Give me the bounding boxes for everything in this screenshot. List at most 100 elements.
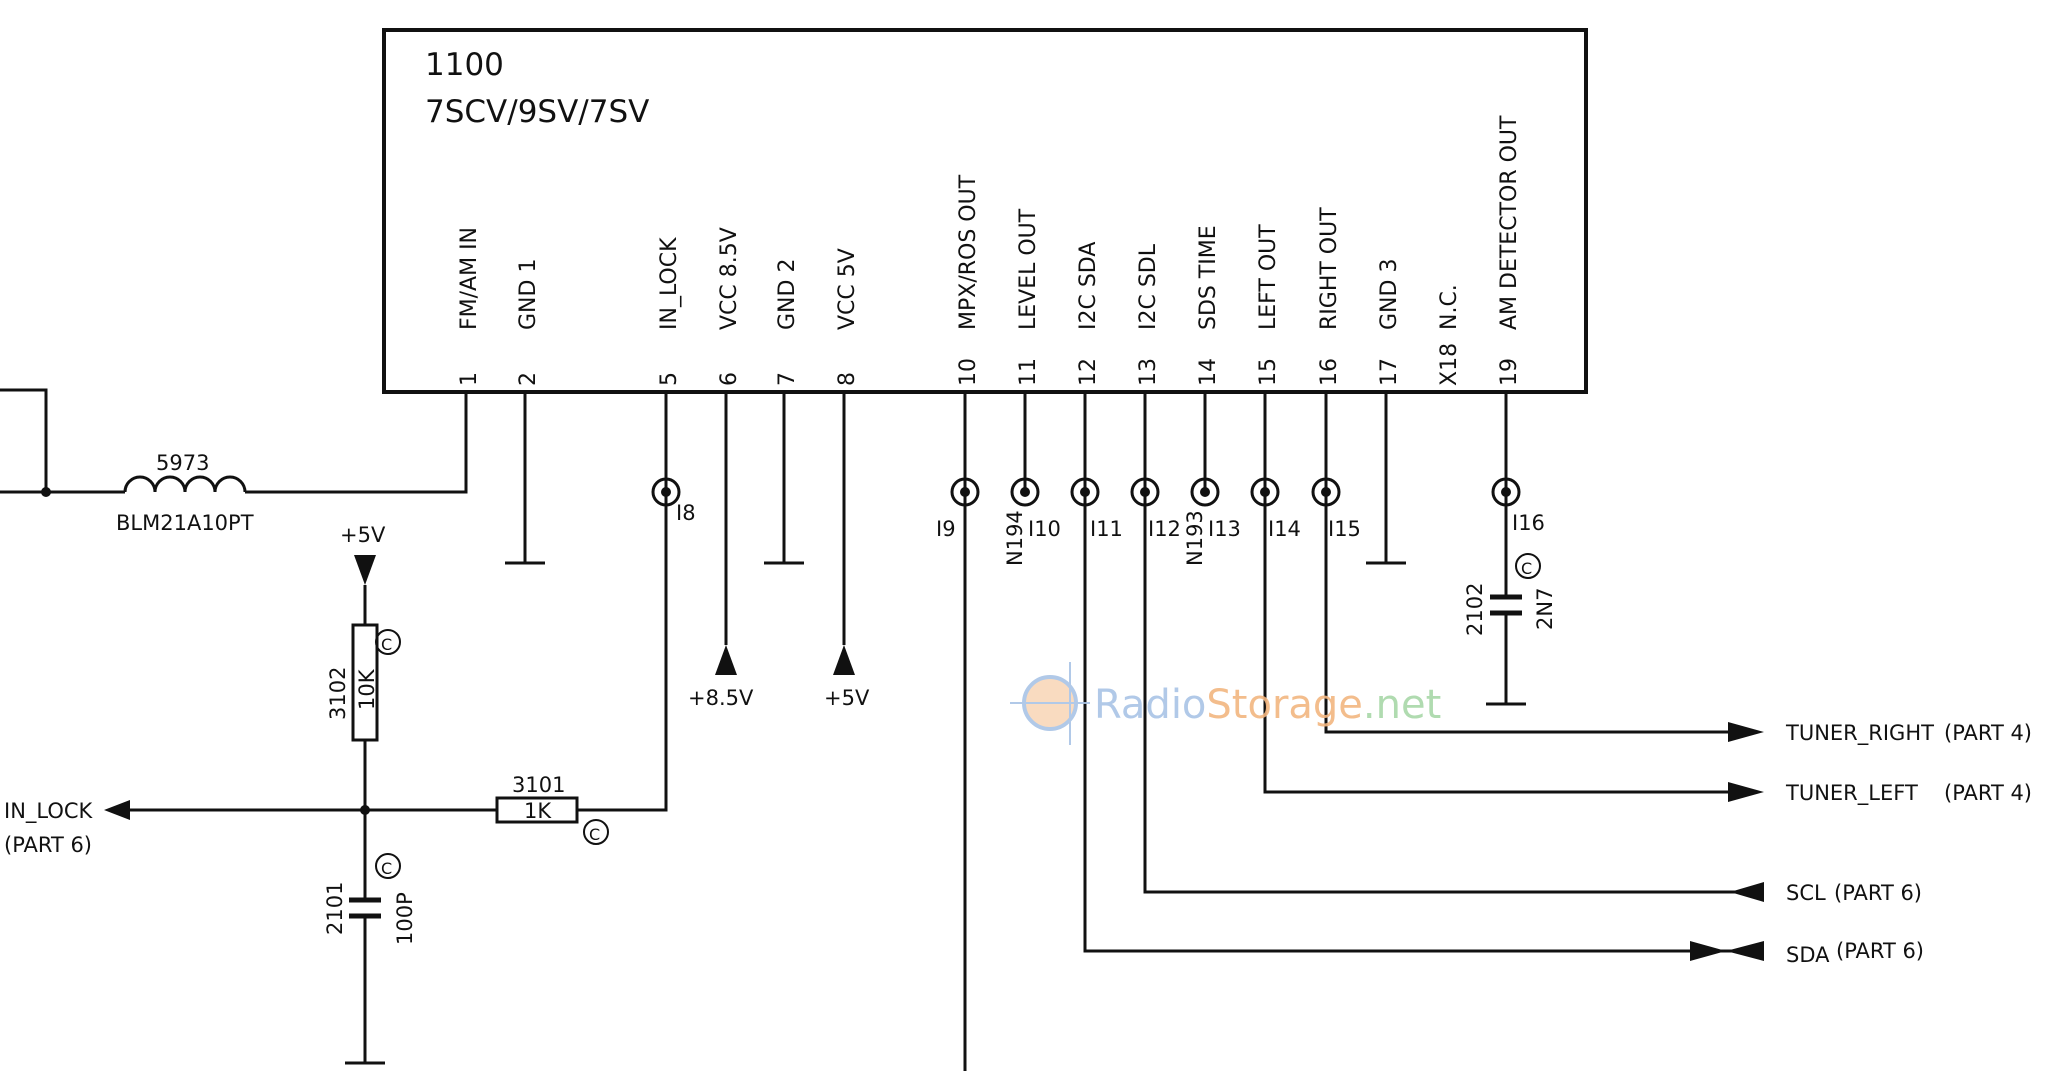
pin-name-1: FM/AM IN [457,227,482,330]
pullup-wire [345,585,385,1065]
tp-label-i8: I8 [676,501,696,525]
pin-num-16: 16 [1317,358,1342,386]
signal-in-lock-part: (PART 6) [4,833,92,857]
c-marker [375,629,401,655]
ic-body [382,28,1588,394]
pin-name-19: AM DETECTOR OUT [1497,115,1522,330]
pin-name-6: VCC 8.5V [717,227,742,330]
c2101-ref: 2101 [323,882,347,935]
c2101-value: 100P [393,892,417,945]
c2102-value: 2N7 [1533,588,1557,630]
tp-label-i9: I9 [936,517,956,541]
node-n193: N193 [1183,510,1207,566]
tp-label-i12: I12 [1148,517,1181,541]
pin-name-15: LEFT OUT [1256,224,1281,330]
capacitor-2101 [349,897,381,919]
arrow-tuner-right [1728,722,1764,742]
pin-name-13: I2C SDL [1136,243,1161,330]
input-wire [0,388,468,494]
signal-tuner-right: TUNER_RIGHT [1785,721,1934,746]
signal-in-lock: IN_LOCK [4,799,94,824]
c-marker [375,853,401,879]
pin-name-14: SDS TIME [1196,225,1221,330]
tp-label-i11: I11 [1090,517,1123,541]
test-point-i10 [1010,477,1040,507]
signal-tuner-right-part: (PART 4) [1944,721,2032,745]
test-point-i14 [1250,477,1280,507]
c2102-ref: 2102 [1463,583,1487,636]
inductor-ref: 5973 [156,451,209,475]
signal-scl-part: (PART 6) [1834,881,1922,905]
tp-label-i14: I14 [1268,517,1301,541]
pin-num-1: 1 [457,372,482,386]
pin-num-7: 7 [775,372,800,386]
pin-num-13: 13 [1136,358,1161,386]
watermark-storage: Storage [1206,682,1363,728]
signal-sda-part: (PART 6) [1836,939,1924,963]
pin5-wire [577,392,668,812]
c-marker-text: C [381,859,392,878]
supply-5v: +5V [824,686,870,710]
pin-name-18: N.C. [1437,284,1462,330]
pin-num-6: 6 [717,372,742,386]
test-point-i12 [1130,477,1160,507]
pin-num-8: 8 [835,372,860,386]
pin-name-17: GND 3 [1377,259,1402,330]
pin-num-10: 10 [956,358,981,386]
r3102-ref: 3102 [326,667,350,720]
tp-label-i15: I15 [1328,517,1361,541]
signal-scl: SCL [1786,881,1826,905]
pin-name-7: GND 2 [775,259,800,330]
r3101-value: 1K [524,799,552,823]
supply-arrow-5v [833,645,855,675]
pin-name-16: RIGHT OUT [1317,207,1342,330]
pin19-wire [1486,392,1526,706]
pin-name-5: IN_LOCK [657,237,682,330]
pin-num-5: 5 [657,372,682,386]
signal-tuner-left-part: (PART 4) [1944,781,2032,805]
signal-tuner-left: TUNER_LEFT [1785,781,1918,806]
pin2-wire [505,392,545,565]
ic-ref: 1100 [425,47,504,83]
r3102-value: 10K [355,668,379,710]
test-point-i8 [651,477,681,507]
resistor-3101 [495,796,579,824]
tp-label-i13: I13 [1208,517,1241,541]
r3101-ref: 3101 [512,773,565,797]
supply-5v-top: +5V [340,523,386,547]
tp-label-i10: I10 [1028,517,1061,541]
pin15-wire [1263,392,1740,794]
test-point-i15 [1311,477,1341,507]
pin-num-11: 11 [1016,358,1041,386]
capacitor-2102 [1490,594,1522,616]
pin-name-12: I2C SDA [1076,242,1101,330]
test-point-i9 [950,477,980,507]
c-marker-text: C [381,635,392,654]
resistor-3102 [351,623,379,742]
c-marker [583,819,609,845]
pin-name-2: GND 1 [516,259,541,330]
pin13-wire [1143,392,1760,894]
test-point-i16 [1491,477,1521,507]
pin-name-11: LEVEL OUT [1016,208,1041,330]
ic-type: 7SCV/9SV/7SV [425,94,649,130]
watermark-radio: Radio [1094,682,1206,728]
watermark-net: .net [1363,682,1441,728]
arrow-in-lock [104,800,130,820]
arrow-scl [1730,882,1764,902]
arrow-tuner-left [1728,782,1764,802]
svg-text:RadioStorage.net: RadioStorage.net [1094,682,1441,728]
pin-num-19: 19 [1497,358,1522,386]
c-marker-text: C [589,825,600,844]
c-marker [1515,553,1541,579]
pin-name-8: VCC 5V [835,248,860,330]
tp-label-i16: I16 [1512,511,1545,535]
pin17-wire [1366,392,1406,565]
supply-85v: +8.5V [688,686,754,710]
arrow-sda [1690,941,1764,961]
pin-num-18: X18 [1437,343,1462,386]
c-marker-text: C [1521,559,1532,578]
test-point-i11 [1070,477,1100,507]
pin-num-14: 14 [1196,358,1221,386]
